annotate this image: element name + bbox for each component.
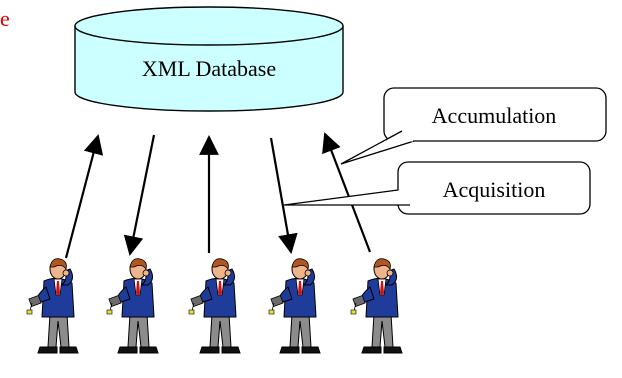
businessman-with-pda-icon [350, 258, 403, 354]
arrow-up-5 [322, 132, 372, 253]
arrow-up-1 [64, 134, 104, 259]
callout-accumulation-label: Accumulation [432, 103, 557, 128]
businessman-with-pda-icon [188, 258, 241, 354]
arrow-down-4 [269, 137, 298, 254]
database-label: XML Database [142, 56, 276, 81]
callout-accumulation: Accumulation [340, 87, 607, 165]
arrow-down-2 [123, 134, 156, 256]
people-row [26, 258, 403, 354]
data-flow-arrows [64, 132, 372, 259]
businessman-with-pda-icon [268, 258, 321, 354]
callout-acquisition-label: Acquisition [443, 177, 546, 202]
businessman-with-pda-icon [106, 258, 159, 354]
businessman-with-pda-icon [26, 258, 79, 354]
xml-database-cylinder: XML Database [74, 6, 344, 112]
cut-off-letter: e [0, 6, 10, 31]
callout-acquisition: Acquisition [283, 161, 591, 215]
